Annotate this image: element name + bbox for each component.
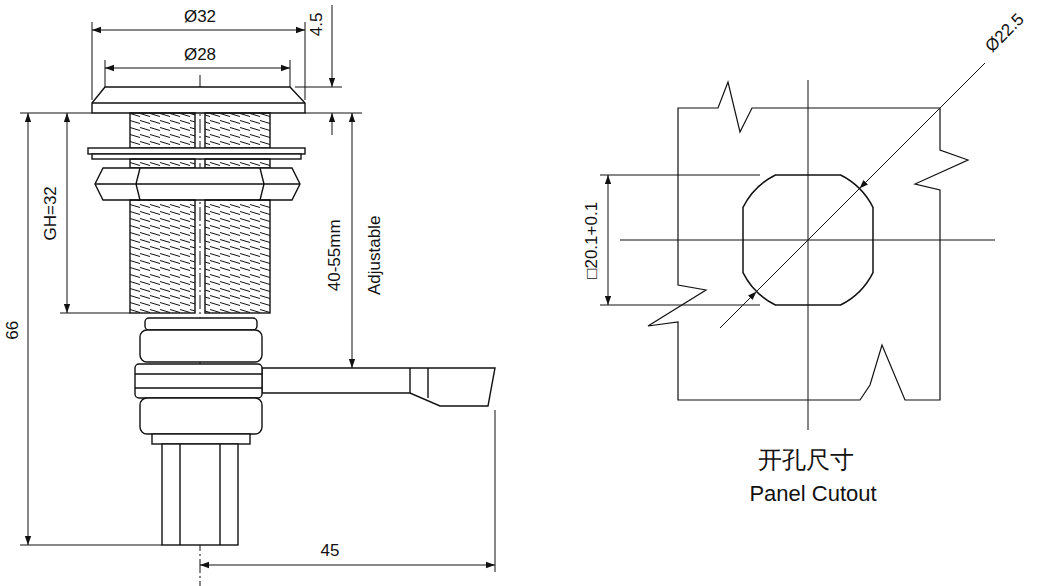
thread: [205, 200, 270, 313]
lock-cap: [92, 87, 305, 113]
dimension-label: 40-55mm: [326, 217, 345, 293]
dimension-line: [200, 565, 495, 566]
cam-hub: [135, 364, 262, 398]
dimension-lines: [20, 5, 495, 572]
thread: [130, 159, 195, 168]
thread: [205, 159, 270, 168]
thread: [205, 113, 270, 148]
shaft-flat: [180, 444, 220, 545]
washer: [88, 148, 305, 154]
cam-arm: [262, 368, 495, 406]
dimension-arrow: [720, 291, 757, 328]
dimension-line: [332, 5, 333, 87]
caption-label: 开孔尺寸: [756, 447, 856, 473]
dimension-label: Ø22.5: [981, 9, 1030, 58]
dimension-label: 66: [4, 319, 23, 342]
dimension-line: [92, 30, 305, 31]
cam-lock: [88, 87, 495, 545]
dimension-label: Adjustable: [367, 213, 386, 296]
dimension-line: [352, 113, 353, 368]
caption-label: Panel Cutout: [747, 482, 878, 506]
collar: [140, 330, 262, 362]
dimension-line: [105, 68, 290, 69]
cap-edge: [92, 102, 305, 103]
dimension-label: GH=32: [42, 184, 61, 242]
thread: [130, 113, 195, 148]
dimension-label: □20.1+0.1: [583, 200, 602, 281]
dimension-line: [67, 113, 68, 313]
dimension-line: [608, 175, 609, 305]
extension-line: [495, 410, 496, 572]
dimension-arrow: [859, 148, 900, 189]
extension-line: [92, 22, 305, 100]
extension-line: [60, 313, 130, 314]
dimension-label: 4.5: [309, 10, 328, 38]
lower-ring: [152, 434, 250, 444]
dimension-label: Ø28: [182, 46, 218, 65]
dimension-line: [28, 113, 29, 545]
diameter-line: [720, 63, 985, 328]
washer: [92, 154, 301, 159]
center-line: [620, 80, 995, 430]
hub-line: [135, 374, 262, 388]
shaft: [162, 444, 238, 545]
panel-cutout-drawing: [600, 63, 995, 430]
extension-line: [20, 113, 162, 545]
hex-nut: [95, 168, 300, 200]
lower-body: [140, 398, 262, 434]
collar: [145, 318, 257, 330]
thread: [130, 200, 195, 313]
extension-line: [295, 87, 362, 113]
extension-line: [600, 175, 760, 305]
dimension-label: Ø32: [182, 8, 218, 27]
cam-bend: [410, 368, 428, 398]
dimension-line: [332, 113, 333, 135]
nut-face: [95, 168, 300, 200]
dimension-label: 45: [319, 542, 342, 561]
